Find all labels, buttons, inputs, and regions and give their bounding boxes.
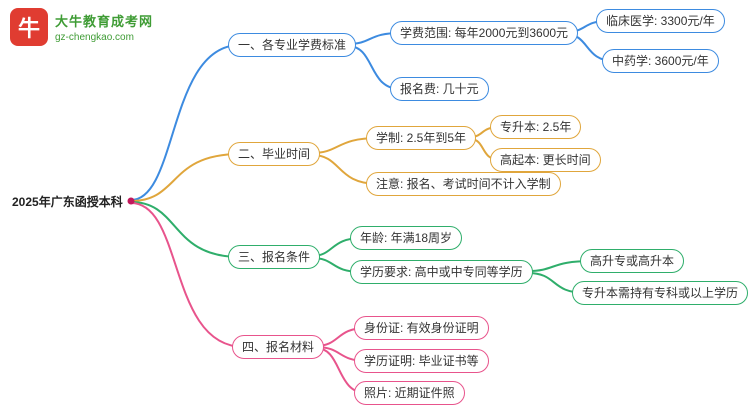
- logo-title: 大牛教育成考网: [55, 14, 154, 29]
- node-photo: 照片: 近期证件照: [354, 381, 465, 405]
- root-node: 2025年广东函授本科: [12, 195, 123, 209]
- node-education-proof: 学历证明: 毕业证书等: [354, 349, 489, 373]
- node-tcm-pharmacy-fee: 中药学: 3600元/年: [602, 49, 719, 73]
- node-study-duration: 学制: 2.5年到5年: [366, 126, 477, 150]
- branch-graduation-time: 二、毕业时间: [228, 142, 321, 166]
- node-age-requirement: 年龄: 年满18周岁: [350, 226, 463, 250]
- logo-subtitle: gz-chengkao.com: [55, 32, 134, 43]
- node-fee-range: 学费范围: 每年2000元到3600元: [390, 21, 579, 45]
- node-schedule-note: 注意: 报名、考试时间不计入学制: [366, 172, 561, 196]
- site-logo: 牛 大牛教育成考网 gz-chengkao.com: [10, 8, 153, 46]
- node-zhuanshengben-requirement: 专升本需持有专科或以上学历: [572, 281, 749, 305]
- node-id-card: 身份证: 有效身份证明: [354, 316, 489, 340]
- bull-icon-glyph: 牛: [17, 16, 40, 41]
- node-zhuanshengben-duration: 专升本: 2.5年: [490, 115, 582, 139]
- branch-materials: 四、报名材料: [232, 335, 325, 359]
- node-gaoshengzhuan-path: 高升专或高升本: [580, 249, 685, 273]
- logo-text: 大牛教育成考网 gz-chengkao.com: [55, 11, 153, 43]
- branch-fees: 一、各专业学费标准: [228, 33, 357, 57]
- node-clinical-medicine-fee: 临床医学: 3300元/年: [596, 9, 725, 33]
- branch-requirements: 三、报名条件: [228, 245, 321, 269]
- node-education-requirement: 学历要求: 高中或中专同等学历: [350, 260, 533, 284]
- node-registration-fee: 报名费: 几十元: [390, 77, 489, 101]
- bull-icon: 牛: [10, 8, 48, 46]
- node-gaoqiben-duration: 高起本: 更长时间: [490, 148, 601, 172]
